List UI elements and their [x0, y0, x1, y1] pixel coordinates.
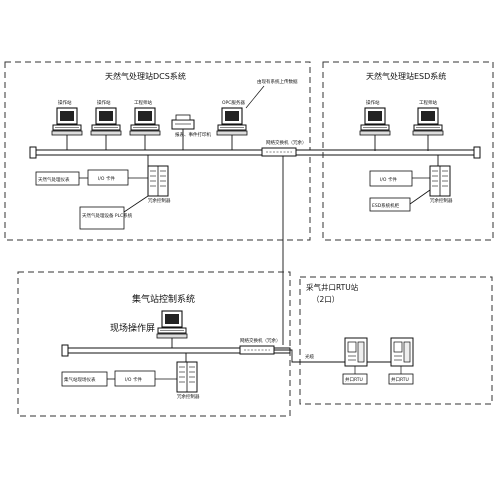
rtu-region-title: 采气井口RTU站 — [306, 282, 359, 292]
gather-switch-label: 网络交换机（冗余） — [240, 337, 281, 344]
esd-controller-cabinet-icon — [429, 165, 451, 197]
gather-region-title: 集气站控制系统 — [132, 293, 195, 305]
rtu-region-border — [299, 276, 493, 405]
rtu-unit1-label: 井口RTU — [345, 376, 363, 383]
dcs-plc-label: 天然气处理设备 PLC系统 — [82, 212, 133, 219]
esd-region-title: 天然气处理站ESD系统 — [366, 71, 446, 81]
field-operator-screen-icon — [156, 310, 188, 339]
esd-operator-station-icon — [359, 107, 391, 136]
dcs-opc-label: OPC服务器 — [222, 99, 245, 106]
rtu-link-label: 光缆 — [305, 353, 314, 360]
operator-station-2-icon — [90, 107, 122, 136]
operator-station-1-icon — [51, 107, 83, 136]
printer-icon — [171, 114, 195, 130]
opc-server-icon — [216, 107, 248, 136]
esd-controller-label: 冗余控制器 — [430, 197, 453, 204]
esd-panel-label: ESD系统机柜 — [372, 202, 400, 209]
dcs-station1-label: 操作站 — [58, 99, 72, 106]
rtu-region-subtitle: （2口） — [312, 295, 339, 304]
esd-station2-label: 工程师站 — [419, 99, 437, 106]
esd-engineer-station-icon — [412, 107, 444, 136]
dcs-station2-label: 操作站 — [97, 99, 111, 106]
dcs-third-party-label: 天然气处理仪表 — [38, 176, 70, 183]
dcs-network-bus — [35, 149, 475, 156]
dcs-region-title: 天然气处理站DCS系统 — [105, 71, 186, 81]
wellhead-rtu-1-icon — [344, 337, 368, 367]
dcs-wan-note: 由现有系统上传数据 — [257, 78, 298, 85]
esd-io-label: I/O 卡件 — [380, 176, 397, 183]
esd-region-border — [322, 61, 494, 241]
dcs-network-switch-icon — [261, 147, 297, 157]
dcs-switch-label: 网络交换机（冗余） — [266, 139, 307, 146]
gather-io-label: I/O 卡件 — [125, 376, 142, 383]
engineer-station-icon — [129, 107, 161, 136]
gather-screen-label: 现场操作屏 — [110, 322, 155, 334]
gather-network-switch-icon — [239, 345, 275, 355]
dcs-printer-label: 报表、事件打印机 — [175, 131, 211, 138]
esd-station1-label: 操作站 — [366, 99, 380, 106]
rtu-unit2-label: 井口RTU — [391, 376, 409, 383]
dcs-controller-cabinet-icon — [147, 165, 169, 197]
gather-field-instr-label: 集气站现场仪表 — [64, 376, 96, 383]
dcs-station3-label: 工程师站 — [134, 99, 152, 106]
dcs-io-label: I/O 卡件 — [98, 175, 115, 182]
gather-region-border — [17, 271, 291, 417]
gather-controller-label: 冗余控制器 — [177, 393, 200, 400]
gather-controller-cabinet-icon — [176, 361, 198, 393]
wellhead-rtu-2-icon — [390, 337, 414, 367]
dcs-controller-label: 冗余控制器 — [148, 197, 171, 204]
